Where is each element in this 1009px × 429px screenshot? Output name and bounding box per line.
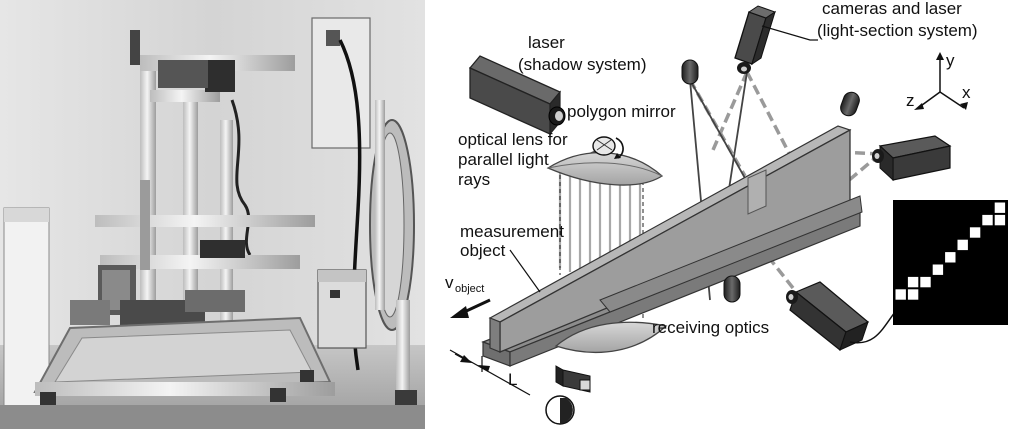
label-light-section: (light-section system) (817, 21, 978, 40)
top-camera (734, 5, 777, 74)
sensor-pixel (906, 288, 920, 301)
label-optical-lens-2: parallel light (458, 150, 549, 169)
left-camera (681, 59, 699, 85)
leader-measurement (509, 249, 541, 293)
velocity-arrow (450, 298, 491, 318)
label-object: object (460, 241, 506, 260)
polygon-mirror (592, 136, 624, 159)
label-measurement: measurement (460, 222, 564, 241)
sensor-pixel (931, 263, 945, 276)
bottom-right-camera (786, 281, 870, 352)
sensor-pixel (993, 201, 1007, 214)
axis-y-label: y (946, 51, 955, 70)
top-right-cylinder-camera (840, 91, 860, 117)
label-velocity-subscript: object (455, 283, 484, 295)
leader-cameras (761, 25, 818, 41)
sensor-pixel (968, 226, 982, 239)
measurement-object (481, 125, 863, 367)
sensor-pixel (993, 213, 1007, 227)
label-length: L (508, 370, 517, 389)
receiving-optics (554, 321, 668, 354)
axis-z-label: z (906, 91, 915, 110)
label-optical-lens-1: optical lens for (458, 130, 568, 149)
dimension-L (449, 349, 531, 396)
label-shadow-system: (shadow system) (518, 55, 646, 74)
receiver-detector (545, 365, 591, 425)
label-optical-lens-3: rays (458, 170, 490, 189)
right-laser (872, 135, 952, 182)
sensor-pixel (956, 238, 969, 252)
label-laser: laser (528, 33, 565, 52)
label-velocity: v (445, 273, 454, 292)
bottom-left-cylinder-camera (723, 275, 741, 303)
sensor-pixel (894, 288, 907, 301)
axis-x-label: x (962, 83, 971, 102)
camera-sensor-pixel-image (893, 200, 1008, 325)
coordinate-axes (914, 52, 968, 110)
label-polygon-mirror: polygon mirror (567, 102, 676, 121)
label-cameras-laser: cameras and laser (822, 0, 962, 18)
label-receiving-optics: receiving optics (652, 318, 769, 337)
sensor-pixel (906, 275, 920, 289)
sensor-pixel (944, 251, 957, 264)
sensor-pixel (981, 213, 994, 227)
shadow-system-laser (468, 55, 566, 136)
sensor-pixel (919, 275, 932, 289)
measurement-setup-photo (0, 0, 425, 429)
